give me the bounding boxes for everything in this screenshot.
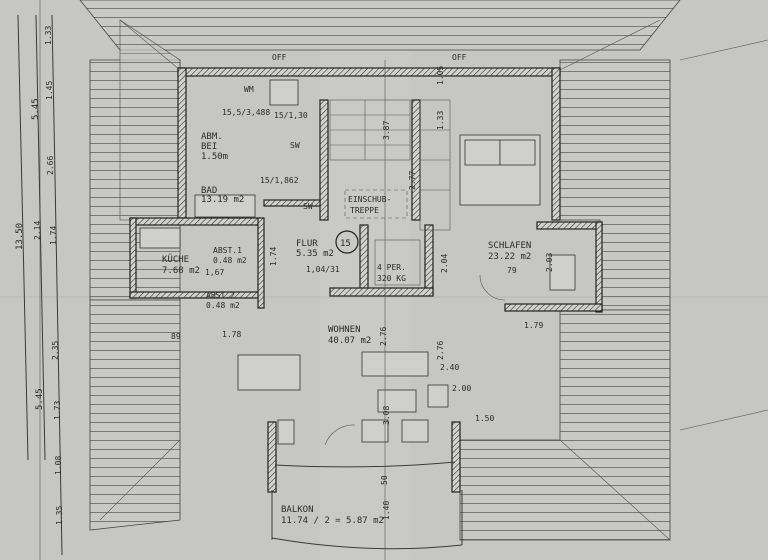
dimension-labels: 2.77 3.87 2.04 2.03 79 1.79 2.76 2.76 2.…: [171, 66, 554, 520]
dim: 3.08: [382, 406, 391, 425]
dim: 2.04: [440, 254, 449, 273]
kueche-area: 7.68 m2: [162, 266, 200, 276]
kueche-name: KÜCHE: [162, 254, 189, 265]
dim: 3.87: [382, 121, 391, 140]
abst1-area: 0.48 m2: [213, 256, 247, 265]
plan-marks: OFF OFF WM SW SW 15 15,5/3,488 15/1,30 1…: [222, 53, 467, 274]
wohnen-area: 40.07 m2: [328, 336, 371, 346]
dim: 2.00: [452, 384, 471, 393]
bad-name: BAD: [201, 186, 217, 196]
dim: 79: [507, 266, 517, 275]
off-mark: OFF: [272, 53, 287, 62]
dim: 2.76: [436, 341, 445, 360]
walls: [129, 67, 603, 493]
off-mark-2: OFF: [452, 53, 467, 62]
dim: 1.33: [436, 111, 445, 130]
wm-mark: WM: [244, 85, 254, 94]
sw-mark: SW: [290, 141, 300, 150]
dim: 1.74: [269, 247, 278, 266]
balkon-name: BALKON: [281, 505, 314, 515]
dim: 5.45: [35, 388, 45, 410]
bad-area: 13.19 m2: [201, 195, 244, 205]
treppe-label: EINSCHUB-: [348, 195, 391, 204]
schlafen-name: SCHLAFEN: [488, 241, 531, 251]
dim: 1.78: [222, 330, 241, 339]
dim: 89: [171, 332, 181, 341]
dim: 50: [380, 475, 389, 485]
dim: 2.66: [46, 156, 55, 175]
bad-note: ABM.: [201, 132, 223, 142]
lift-label: 4 PER.: [377, 263, 406, 272]
left-dimension-labels: 13.50 5.45 5.45 2.14 1.33 1.45 2.66 1.74…: [15, 26, 64, 525]
sw-mark-2: SW: [303, 202, 313, 211]
dim: 1.50: [475, 414, 494, 423]
window-label: 15,5/3,488: [222, 108, 270, 117]
balkon-area: 11.74 / 2 = 5.87 m2: [281, 516, 384, 526]
schlafen-area: 23.22 m2: [488, 252, 531, 262]
bad-note-2: BEI: [201, 142, 217, 152]
abst2-area: 0.48 m2: [206, 301, 240, 310]
flur-name: FLUR: [296, 239, 318, 249]
stairs: [329, 99, 451, 286]
dim-total: 13.50: [15, 223, 25, 250]
dim: 2.40: [440, 363, 459, 372]
flur-area: 5.35 m2: [296, 249, 334, 259]
dim: 1.40: [382, 501, 391, 520]
dim: 1.79: [524, 321, 543, 330]
dim: 2.14: [33, 221, 42, 240]
left-dimension-lines: [0, 14, 768, 556]
dim: 2.35: [51, 341, 60, 360]
dim: 1.05: [436, 66, 445, 85]
dim: 2.77: [408, 171, 417, 190]
dim: 1.73: [53, 401, 62, 420]
window-label-2: 15/1,30: [274, 111, 308, 120]
dim: 5.45: [31, 98, 41, 120]
dim: 1,67: [205, 268, 224, 277]
dim: 1.33: [44, 26, 53, 45]
abst2-name: ABST.2: [206, 291, 235, 300]
dim: 2.03: [545, 253, 554, 272]
dim: 2.76: [379, 327, 388, 346]
room-labels: BAD 13.19 m2 ABM. BEI 1.50m KÜCHE 7.68 m…: [162, 132, 531, 526]
dim: 1.35: [55, 506, 64, 525]
balcony: [271, 60, 506, 560]
unit-number: 15: [340, 239, 351, 249]
abst1-name: ABST.1: [213, 246, 242, 255]
furniture: [139, 79, 576, 445]
bad-note-3: 1.50m: [201, 152, 228, 162]
window-label-3: 15/1,862: [260, 176, 299, 185]
treppe-label-2: TREPPE: [350, 206, 379, 215]
wohnen-name: WOHNEN: [328, 325, 361, 335]
lift-capacity: 320 KG: [377, 274, 406, 283]
dim: 1.45: [45, 81, 54, 100]
dim: 1.08: [54, 456, 63, 475]
dim: 1.74: [49, 226, 58, 245]
door-label: 1,04/31: [306, 265, 340, 274]
